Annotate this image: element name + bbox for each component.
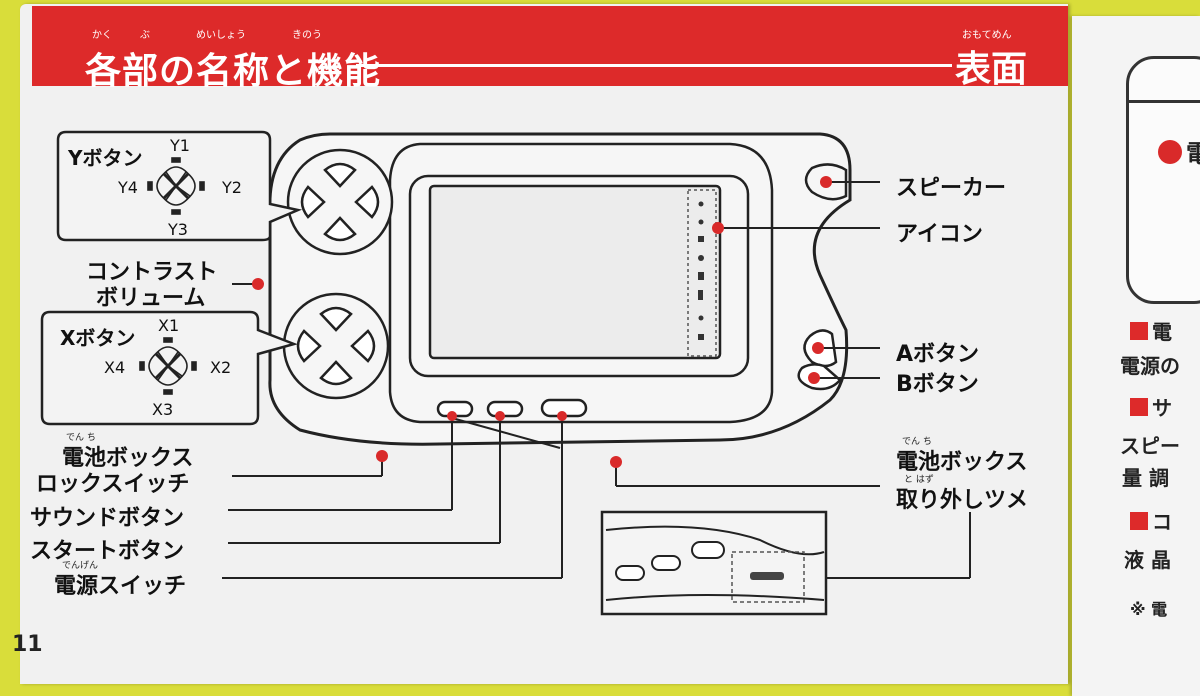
y1-label: Y1 [170, 136, 190, 155]
lcd-screen [430, 186, 720, 358]
x2-label: X2 [210, 358, 231, 377]
battery-release-label-line2: 取り外しツメ [896, 482, 1028, 514]
icon-label: アイコン [896, 216, 983, 248]
x4-label: X4 [104, 358, 125, 377]
start-button-shape [488, 402, 522, 416]
a-button-label: Aボタン [896, 336, 979, 368]
b-button-label: Bボタン [896, 366, 979, 398]
x-button-label: Xボタン [60, 322, 135, 351]
battery-lock-label-line2: ロックスイッチ [36, 466, 189, 498]
page-number: 11 [12, 632, 43, 657]
x3-label: X3 [152, 400, 173, 419]
sound-button-label: サウンドボタン [30, 500, 184, 532]
y-button-label: Yボタン [68, 142, 142, 171]
speaker-label: スピーカー [896, 170, 1006, 202]
y3-label: Y3 [168, 220, 188, 239]
contrast-label-line2: ボリューム [96, 280, 205, 312]
y2-label: Y2 [222, 178, 242, 197]
power-switch-label: 電源スイッチ [54, 568, 186, 600]
inset-latch [750, 572, 784, 580]
y4-label: Y4 [118, 178, 138, 197]
x1-label: X1 [158, 316, 179, 335]
start-button-label: スタートボタン [30, 533, 184, 565]
